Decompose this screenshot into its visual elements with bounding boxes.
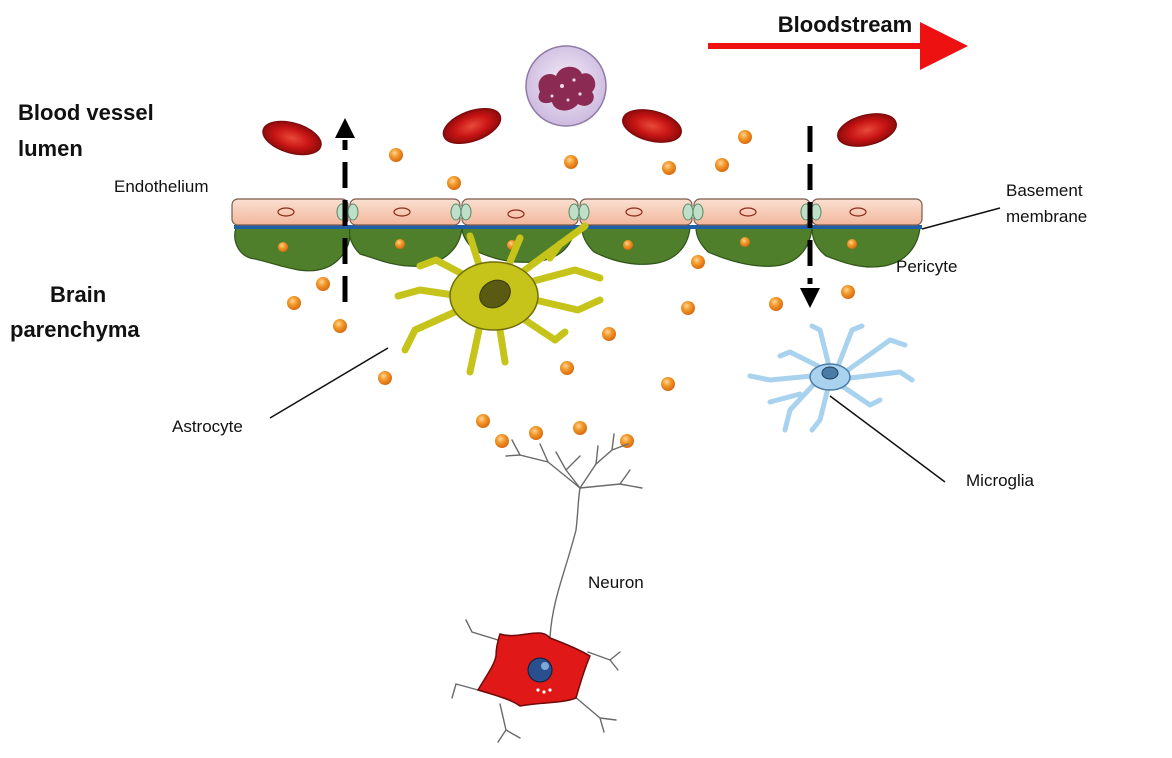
red-blood-cell-icon bbox=[442, 107, 502, 145]
basement-leader-line bbox=[921, 207, 1001, 230]
leukocyte-icon bbox=[525, 45, 607, 127]
pericyte-icon bbox=[234, 227, 921, 272]
red-blood-cell-icon bbox=[262, 120, 322, 156]
astrocyte-label: Astrocyte bbox=[172, 417, 243, 436]
microglia-leader-line bbox=[829, 395, 946, 483]
influx-arrow bbox=[800, 126, 820, 308]
tight-junctions bbox=[336, 203, 822, 221]
red-blood-cell-icon bbox=[837, 113, 897, 147]
neuron-icon bbox=[451, 433, 643, 743]
bloodstream-group: Bloodstream bbox=[708, 12, 968, 70]
lumen-label-line1: Blood vessel bbox=[18, 100, 154, 125]
basement-label-line1: Basement bbox=[1006, 181, 1083, 200]
parenchyma-label-line2: parenchyma bbox=[10, 317, 140, 342]
basement-label-line2: membrane bbox=[1006, 207, 1087, 226]
bloodstream-label: Bloodstream bbox=[778, 12, 912, 37]
astrocyte-leader-line bbox=[269, 347, 389, 419]
astrocyte-icon bbox=[394, 222, 604, 376]
microglia-label: Microglia bbox=[966, 471, 1035, 490]
microglia-icon bbox=[747, 323, 915, 433]
particles bbox=[287, 130, 855, 448]
parenchyma-label-line1: Brain bbox=[50, 282, 106, 307]
lumen-label-line2: lumen bbox=[18, 136, 83, 161]
endothelium-label: Endothelium bbox=[114, 177, 209, 196]
neuron-label: Neuron bbox=[588, 573, 644, 592]
efflux-arrow bbox=[335, 118, 355, 302]
pericyte-label: Pericyte bbox=[896, 257, 957, 276]
red-blood-cell-icon bbox=[622, 109, 682, 143]
